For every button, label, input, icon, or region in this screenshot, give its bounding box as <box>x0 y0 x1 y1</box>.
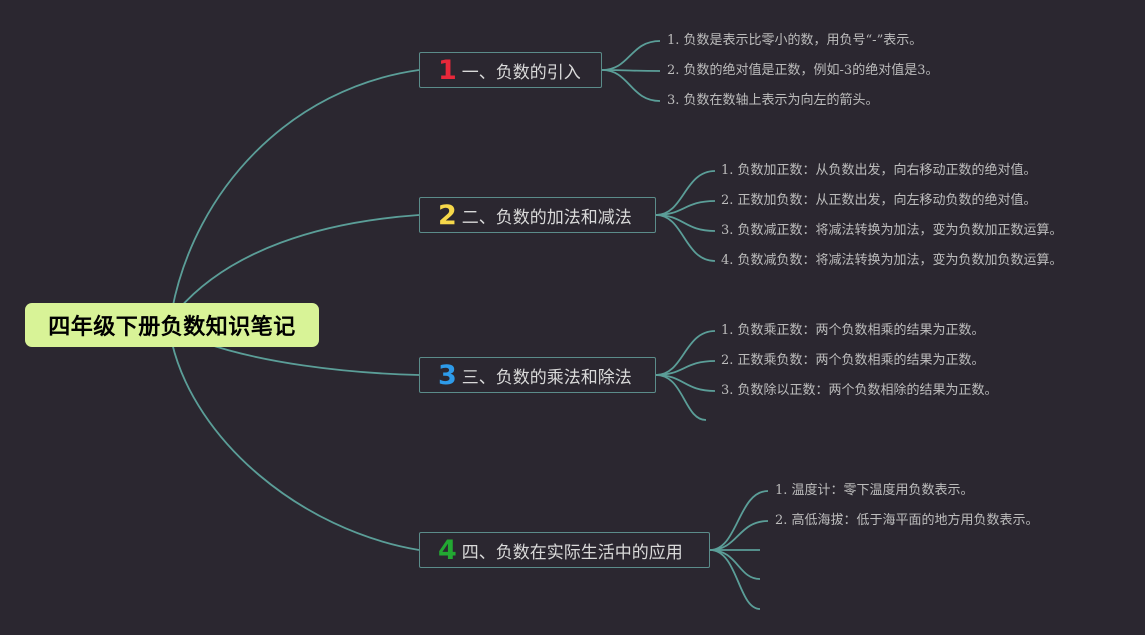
branch-topic-3[interactable]: 3 三、负数的乘法和除法 <box>419 357 656 393</box>
branch-number-2: 2 <box>438 199 457 231</box>
branch-topic-4[interactable]: 4 四、负数在实际生活中的应用 <box>419 532 710 568</box>
leaf-b4-2[interactable]: 2. 高低海拔：低于海平面的地方用负数表示。 <box>775 513 1039 528</box>
connector-root-branch-3 <box>204 342 420 376</box>
connector-root-branch-1 <box>171 69 420 311</box>
branch-number-4: 4 <box>438 534 457 566</box>
leaf-b1-1[interactable]: 1. 负数是表示比零小的数，用负号“-”表示。 <box>667 33 923 48</box>
connector-root-branch-2 <box>177 214 420 311</box>
connector-b3-leaf-1 <box>655 330 716 376</box>
connector-b1-leaf-3 <box>601 69 661 102</box>
connector-b4-leaf-1 <box>709 490 769 551</box>
leaf-b1-3[interactable]: 3. 负数在数轴上表示为向左的箭头。 <box>667 93 879 108</box>
branch-number-1: 1 <box>438 54 457 86</box>
connector-b4-leaf-2 <box>709 520 769 551</box>
branch-number-3: 3 <box>438 359 457 391</box>
connector-b4-leaf-5 <box>709 549 761 610</box>
connector-b2-leaf-1 <box>655 170 716 216</box>
branch-label-2: 二、负数的加法和减法 <box>461 207 632 228</box>
leaf-b3-1[interactable]: 1. 负数乘正数：两个负数相乘的结果为正数。 <box>721 323 985 338</box>
leaf-b2-1[interactable]: 1. 负数加正数：从负数出发，向右移动正数的绝对值。 <box>721 163 1037 178</box>
connector-root-branch-4 <box>171 342 420 551</box>
leaf-b3-2[interactable]: 2. 正数乘负数：两个负数相乘的结果为正数。 <box>721 353 985 368</box>
leaf-b4-1[interactable]: 1. 温度计：零下温度用负数表示。 <box>775 483 974 498</box>
connector-b3-leaf-4 <box>655 374 707 421</box>
leaf-b3-3[interactable]: 3. 负数除以正数：两个负数相除的结果为正数。 <box>721 383 998 398</box>
leaf-b2-4[interactable]: 4. 负数减负数：将减法转换为加法，变为负数加负数运算。 <box>721 253 1063 268</box>
leaf-b2-2[interactable]: 2. 正数加负数：从正数出发，向左移动负数的绝对值。 <box>721 193 1037 208</box>
branch-topic-2[interactable]: 2 二、负数的加法和减法 <box>419 197 656 233</box>
branch-topic-1[interactable]: 1 一、负数的引入 <box>419 52 602 88</box>
connector-b2-leaf-4 <box>655 214 716 262</box>
leaf-b2-3[interactable]: 3. 负数减正数：将减法转换为加法，变为负数加正数运算。 <box>721 223 1063 238</box>
root-title: 四年级下册负数知识笔记 <box>48 315 296 340</box>
branch-label-3: 三、负数的乘法和除法 <box>461 367 632 388</box>
leaf-b1-2[interactable]: 2. 负数的绝对值是正数，例如-3的绝对值是3。 <box>667 63 939 78</box>
connector-b1-leaf-1 <box>601 40 661 71</box>
branch-label-1: 一、负数的引入 <box>461 62 581 83</box>
branch-label-4: 四、负数在实际生活中的应用 <box>461 542 683 563</box>
root-topic[interactable]: 四年级下册负数知识笔记 <box>25 303 319 347</box>
